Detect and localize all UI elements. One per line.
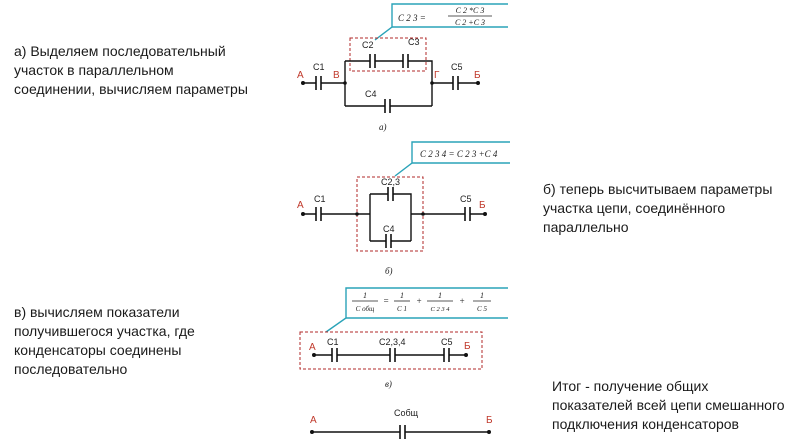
caption-step-a: а) Выделяем последовательный участок в п…: [14, 43, 248, 97]
formula-v-t4-num: 1: [480, 291, 484, 300]
terminal-b-right: [483, 212, 487, 216]
terminal-final-right: [487, 430, 491, 434]
node-a-A: А: [297, 70, 304, 81]
terminal-a-right: [476, 81, 480, 85]
capacitor-v-c5: [443, 348, 450, 362]
capacitor-a-c3: [402, 54, 409, 68]
formula-v-t3-num: 1: [438, 291, 442, 300]
capacitor-b-c1: [315, 207, 322, 221]
capacitor-b-c5: [464, 207, 471, 221]
node-final-Bend: Б: [486, 415, 493, 426]
capacitor-v-c1: [331, 348, 338, 362]
diagram-a: C 2 3 = C 2 *C 3 C 2 +C 3 C1 C2: [297, 3, 508, 132]
wire-b-parallel: [369, 193, 412, 242]
terminal-v-left: [312, 353, 316, 357]
capacitor-b-c23: [387, 187, 394, 201]
formula-v-t3-den: C 2 3 4: [431, 306, 451, 313]
figure-label-a: а): [379, 122, 387, 132]
node-a-Bend: Б: [474, 70, 481, 81]
label-b-c1: C1: [314, 194, 326, 204]
capacitor-a-c2: [369, 54, 376, 68]
capacitor-a-c5: [452, 76, 459, 90]
caption-step-v: в) вычисляем показатели получившегося уч…: [14, 304, 195, 377]
formula-v-plus2: +: [459, 296, 465, 306]
node-v-A: А: [309, 342, 316, 353]
formula-v-callout: [325, 287, 508, 333]
capacitor-a-c4: [384, 99, 391, 113]
terminal-v-right: [464, 353, 468, 357]
label-b-c4: C4: [383, 224, 395, 234]
formula-b: C 2 3 4 = C 2 3 +C 4: [420, 149, 498, 159]
formula-v-t4-den: C 5: [477, 305, 487, 313]
node-a-G: Г: [434, 70, 440, 81]
diagram-v: 1 C общ = 1 C 1 + 1 C 2 3 4 + 1 C 5 C1 C…: [299, 287, 508, 389]
junction-a-b: [343, 81, 347, 85]
label-b-c5: C5: [460, 194, 472, 204]
formula-v-t1-num: 1: [363, 291, 367, 300]
formula-a-denominator: C 2 +C 3: [455, 18, 485, 27]
junction-b-left: [355, 212, 359, 216]
terminal-final-left: [310, 430, 314, 434]
formula-a-numerator: C 2 *C 3: [456, 6, 485, 15]
series-section-highlight: [349, 37, 427, 72]
label-v-c5: C5: [441, 337, 453, 347]
formula-v-t1-den: C общ: [356, 305, 375, 313]
formula-a-callout: [374, 3, 508, 41]
terminal-a-left: [301, 81, 305, 85]
node-v-Bend: Б: [464, 341, 471, 352]
caption-step-b: б) теперь высчитываем параметры участка …: [543, 181, 773, 235]
label-v-c234: C2,3,4: [379, 337, 406, 347]
label-a-c4: C4: [365, 89, 377, 99]
caption-final: Итог - получение общих показателей всей …: [552, 378, 785, 432]
node-b-A: А: [297, 200, 304, 211]
label-b-c23: C2,3: [381, 177, 400, 187]
node-b-Bend: Б: [479, 200, 486, 211]
diagram-final: Cобщ А Б: [310, 408, 493, 439]
label-a-c2: C2: [362, 40, 374, 50]
label-a-c3: C3: [408, 37, 420, 47]
capacitor-final: [399, 425, 406, 439]
figure-label-b: б): [385, 266, 393, 276]
series-chain-highlight: [299, 331, 483, 370]
formula-b-callout: [394, 141, 510, 177]
terminal-b-left: [301, 212, 305, 216]
label-final-cap: Cобщ: [394, 408, 419, 418]
formula-a-lhs: C 2 3 =: [398, 13, 426, 23]
capacitor-v-c234: [389, 348, 396, 362]
formula-v-eq: =: [383, 296, 389, 306]
label-a-c5: C5: [451, 62, 463, 72]
capacitor-a-c1: [315, 76, 322, 90]
capacitor-b-c4: [385, 234, 392, 248]
wire-a-parallel: [344, 60, 433, 107]
node-final-A: А: [310, 415, 317, 426]
label-a-c1: C1: [313, 62, 325, 72]
junction-b-right: [421, 212, 425, 216]
diagram-b: C 2 3 4 = C 2 3 +C 4 C1 C2,3 C4 C5 А Б б…: [297, 141, 510, 276]
formula-v-t2-num: 1: [400, 291, 404, 300]
formula-v-plus1: +: [416, 296, 422, 306]
formula-v-t2-den: C 1: [397, 305, 407, 313]
junction-a-g: [430, 81, 434, 85]
label-v-c1: C1: [327, 337, 339, 347]
figure-label-v: в): [385, 379, 392, 389]
node-a-B: В: [333, 70, 340, 81]
